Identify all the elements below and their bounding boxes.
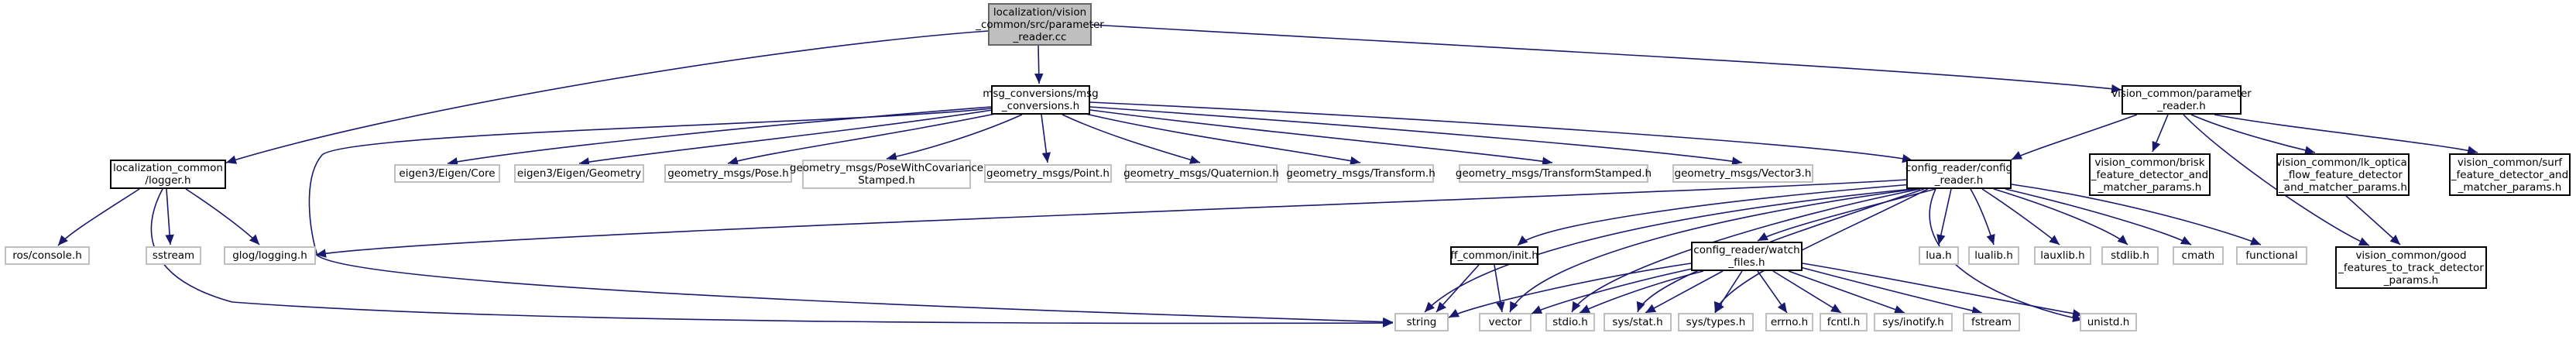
include-edge [2011, 184, 2262, 246]
node-logger[interactable]: localization_common /logger.h [110, 160, 226, 189]
node-sys-inotify: sys/inotify.h [1874, 313, 1953, 331]
node-eigen-core: eigen3/Eigen/Core [394, 164, 500, 183]
include-edge [1435, 264, 1480, 313]
include-edges [57, 24, 2478, 328]
node-sys-stat: sys/stat.h [1604, 313, 1672, 331]
include-edge [1757, 188, 1936, 242]
include-edge [1772, 270, 1842, 314]
node-geometry-point: geometry_msgs/Point.h [984, 164, 1112, 183]
include-edge [2005, 188, 2192, 246]
node-eigen-geometry: eigen3/Eigen/Geometry [514, 164, 644, 183]
node-unistd: unistd.h [2080, 313, 2137, 331]
include-edge [1424, 188, 1913, 313]
include-edge [1062, 114, 1201, 164]
node-lk-optical-params[interactable]: vision_common/lk_optical _flow_feature_d… [2276, 153, 2410, 196]
node-stdlib: stdlib.h [2101, 246, 2159, 265]
include-edge [2152, 114, 2169, 153]
include-edge [1089, 109, 1553, 166]
node-ff-common-init[interactable]: ff_common/init.h [1450, 246, 1538, 265]
include-edge [2011, 114, 2138, 160]
node-geometry-pose: geometry_msgs/Pose.h [664, 164, 792, 183]
node-errno: errno.h [1765, 313, 1813, 331]
include-edge [2190, 114, 2316, 155]
include-edge [727, 112, 1000, 166]
node-geometry-vector3: geometry_msgs/Vector3.h [1672, 164, 1813, 183]
node-lualib: lualib.h [1968, 246, 2019, 265]
node-stdio: stdio.h [1545, 313, 1595, 331]
node-surf-params[interactable]: vision_common/surf _feature_detector_and… [2449, 153, 2571, 196]
include-edge [1993, 188, 2128, 246]
node-vector: vector [1479, 313, 1532, 331]
node-lauxlib: lauxlib.h [2034, 246, 2091, 265]
node-watch-files[interactable]: config_reader/watch _files.h [1691, 242, 1803, 271]
node-cmath: cmath [2173, 246, 2224, 265]
node-sys-types: sys/types.h [1678, 313, 1754, 331]
include-edge [2345, 195, 2401, 246]
node-config-reader[interactable]: config_reader/config _reader.h [1905, 160, 2012, 189]
node-string: string [1394, 313, 1449, 331]
node-sstream: sstream [146, 246, 201, 265]
node-parameter-reader-h[interactable]: vision_common/parameter _reader.h [2111, 85, 2252, 115]
include-edge [1714, 270, 1743, 314]
node-geometry-transform-stamped: geometry_msgs/TransformStamped.h [1456, 164, 1652, 183]
node-msg-conversions[interactable]: msg_conversions/msg _conversions.h [983, 85, 1099, 115]
node-brisk-params[interactable]: vision_common/brisk _feature_detector_an… [2089, 153, 2211, 196]
node-lua: lua.h [1919, 246, 1959, 265]
include-edge [185, 188, 260, 246]
node-good-features-params[interactable]: vision_common/good _features_to_track_de… [2335, 246, 2487, 289]
include-edge [2214, 114, 2478, 155]
include-edge [1757, 270, 1788, 314]
include-edge [886, 114, 1023, 161]
node-geometry-transform: geometry_msgs/Transform.h [1286, 164, 1435, 183]
include-edge [578, 109, 993, 167]
include-edge [1041, 114, 1051, 163]
include-edge [1494, 264, 1505, 313]
include-edge [165, 188, 174, 246]
include-edge [1799, 266, 1983, 315]
node-fstream: fstream [1963, 313, 2020, 331]
include-edge [1531, 267, 1696, 314]
node-geometry-pose-cov: geometry_msgs/PoseWithCovariance Stamped… [790, 160, 983, 189]
include-edge [1970, 188, 1995, 246]
include-edge [308, 108, 1394, 327]
node-ros-console: ros/console.h [5, 246, 90, 265]
node-fcntl: fcntl.h [1820, 313, 1868, 331]
node-functional: functional [2236, 246, 2307, 265]
include-edge [1802, 263, 2084, 318]
include-edge [447, 106, 992, 167]
node-root-parameter-reader-cc: localization/vision _common/src/paramete… [976, 3, 1104, 46]
include-edge [1579, 270, 1704, 314]
include-edge [1929, 188, 2084, 322]
include-edge [1448, 263, 1692, 318]
include-edge [315, 179, 1907, 258]
include-edge [225, 30, 989, 164]
include-edge [57, 188, 140, 246]
include-edge [1509, 188, 1917, 313]
include-edge [1936, 188, 1952, 246]
include-edge [1082, 112, 1361, 166]
include-edge [1089, 101, 1913, 163]
include-edge [1517, 184, 1913, 246]
include-edge [1788, 270, 1905, 314]
include-edge [1091, 24, 2122, 94]
include-edge [2183, 114, 2370, 246]
include-edge [1645, 270, 1724, 314]
node-geometry-quaternion: geometry_msgs/Quaternion.h [1123, 164, 1279, 183]
include-edge [1981, 188, 2060, 246]
include-edge [1034, 45, 1044, 84]
include-edge [1089, 106, 1743, 166]
node-glog-logging: glog/logging.h [224, 246, 316, 265]
